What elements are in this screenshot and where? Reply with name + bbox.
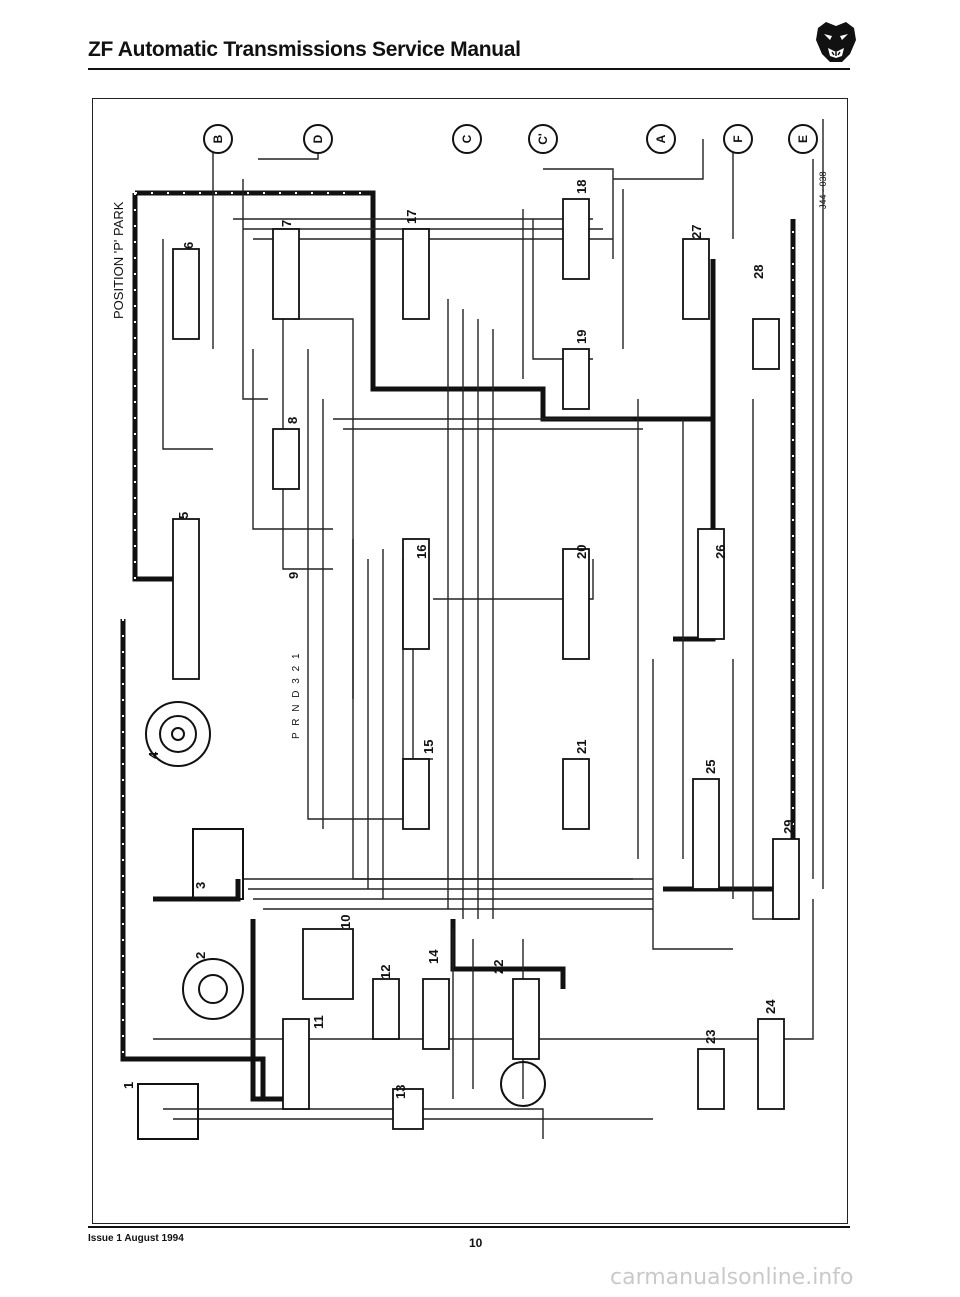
svg-text:8: 8 — [285, 417, 300, 424]
svg-text:10: 10 — [338, 915, 353, 929]
jaguar-head-logo — [816, 22, 856, 62]
svg-text:1: 1 — [121, 1082, 136, 1089]
svg-text:21: 21 — [574, 740, 589, 754]
valve-22 — [512, 978, 540, 1060]
svg-text:28: 28 — [751, 265, 766, 279]
valve-23 — [697, 1048, 725, 1110]
svg-text:4: 4 — [146, 751, 161, 759]
svg-text:15: 15 — [421, 740, 436, 754]
valve-21 — [562, 758, 590, 830]
valve-28 — [752, 318, 780, 370]
svg-text:12: 12 — [378, 965, 393, 979]
circuit-marker-b — [203, 124, 233, 154]
watermark-text: carmanualsonline.info — [610, 1265, 854, 1290]
header-rule — [88, 68, 850, 70]
circuit-marker-c — [452, 124, 482, 154]
svg-text:5: 5 — [176, 512, 191, 519]
valve-25 — [692, 778, 720, 890]
valve-11 — [282, 1018, 310, 1110]
valve-16 — [402, 538, 430, 650]
component-cam — [500, 1061, 546, 1107]
valve-27 — [682, 238, 710, 320]
svg-text:6: 6 — [181, 242, 196, 249]
hydraulic-circuit-diagram: B D C C' A F E POSITION 'P' PARK J44 - 0… — [111, 119, 828, 1140]
component-4 — [145, 701, 211, 767]
circuit-marker-a — [646, 124, 676, 154]
svg-text:16: 16 — [414, 545, 429, 559]
svg-text:9: 9 — [286, 572, 301, 579]
component-3 — [192, 828, 244, 900]
valve-6 — [172, 248, 200, 340]
selector-positions: P R N D 3 2 1 — [291, 651, 302, 739]
svg-text:14: 14 — [426, 949, 441, 964]
component-2 — [182, 958, 244, 1020]
svg-text:7: 7 — [279, 220, 294, 227]
svg-text:18: 18 — [574, 180, 589, 194]
svg-text:20: 20 — [574, 545, 589, 559]
main-pressure-line — [120, 619, 266, 1099]
svg-text:A: A — [654, 134, 668, 143]
svg-text:F: F — [731, 135, 745, 142]
svg-text:23: 23 — [703, 1030, 718, 1044]
svg-text:29: 29 — [781, 820, 796, 834]
issue-date: Issue 1 August 1994 — [88, 1233, 184, 1244]
component-10 — [302, 928, 354, 1000]
circuit-marker-c-prime — [528, 124, 558, 154]
valve-12 — [372, 978, 400, 1040]
valve-20 — [562, 548, 590, 660]
valve-14 — [422, 978, 450, 1050]
hydraulic-diagram-frame: B D C C' A F E POSITION 'P' PARK J44 - 0… — [92, 98, 848, 1224]
circuit-marker-f — [723, 124, 753, 154]
valve-26 — [697, 528, 725, 640]
valve-7 — [272, 228, 300, 320]
valve-29 — [772, 838, 800, 920]
footer-rule — [88, 1226, 850, 1228]
svg-text:19: 19 — [574, 330, 589, 344]
page-title: ZF Automatic Transmissions Service Manua… — [88, 38, 521, 61]
svg-text:11: 11 — [311, 1015, 326, 1029]
svg-text:13: 13 — [393, 1085, 408, 1099]
circuit-markers: B D C C' A F E — [203, 124, 818, 154]
svg-text:17: 17 — [404, 210, 419, 224]
svg-text:D: D — [311, 134, 325, 143]
svg-text:C: C — [460, 134, 474, 143]
svg-text:25: 25 — [703, 760, 718, 774]
position-label: POSITION 'P' PARK — [111, 201, 126, 319]
svg-text:3: 3 — [193, 882, 208, 889]
valve-18 — [562, 198, 590, 280]
page-number: 10 — [469, 1236, 483, 1250]
component-number-labels: 1 2 3 4 5 6 7 8 9 10 11 12 13 14 15 16 1… — [121, 180, 796, 1099]
circuit-marker-d — [303, 124, 333, 154]
valve-5 — [172, 518, 200, 680]
svg-text:2: 2 — [193, 952, 208, 959]
svg-text:24: 24 — [763, 999, 778, 1014]
valve-8 — [272, 428, 300, 490]
diagram-reference: J44 - 038 — [818, 171, 828, 209]
valve-19 — [562, 348, 590, 410]
component-13 — [392, 1088, 424, 1130]
svg-text:27: 27 — [689, 225, 704, 239]
svg-text:E: E — [796, 135, 810, 143]
main-pressure-line — [132, 193, 181, 582]
valve-24 — [757, 1018, 785, 1110]
valve-17 — [402, 228, 430, 320]
svg-text:22: 22 — [491, 960, 506, 974]
svg-text:B: B — [211, 134, 225, 143]
valve-15 — [402, 758, 430, 830]
circuit-marker-e — [788, 124, 818, 154]
main-pressure-line — [450, 919, 566, 989]
svg-text:26: 26 — [713, 545, 728, 559]
svg-text:C': C' — [536, 133, 550, 145]
component-1 — [137, 1083, 199, 1140]
main-pressure-line — [250, 919, 283, 1102]
